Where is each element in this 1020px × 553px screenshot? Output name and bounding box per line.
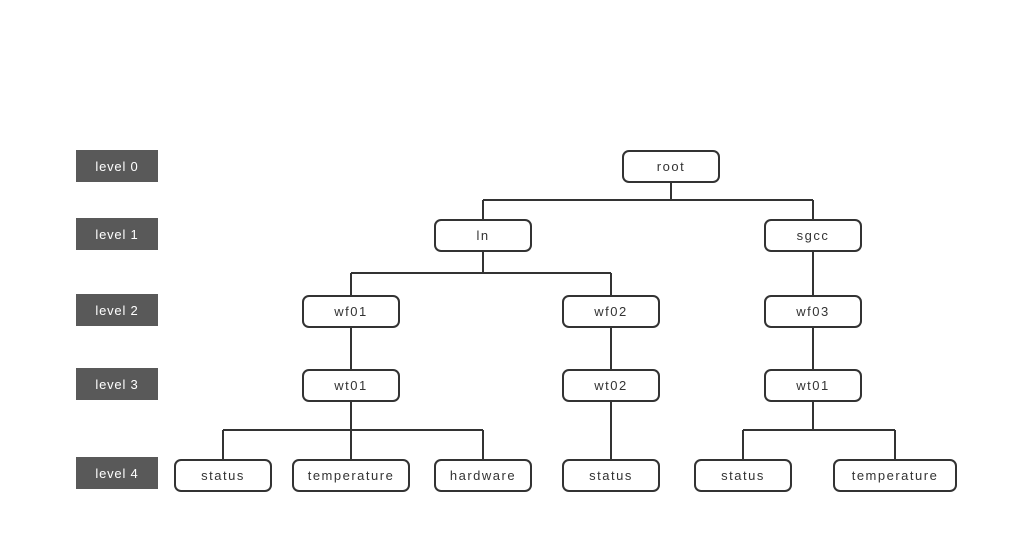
tree-node-sgcc: sgcc	[764, 219, 862, 252]
tree-node-temperature-b: temperature	[833, 459, 957, 492]
tree-node-status-b: status	[562, 459, 660, 492]
level-label-3: level 3	[76, 368, 158, 400]
tree-node-ln: ln	[434, 219, 532, 252]
level-label-4: level 4	[76, 457, 158, 489]
tree-node-wt01-b: wt01	[764, 369, 862, 402]
tree-node-wt02: wt02	[562, 369, 660, 402]
tree-node-wf01: wf01	[302, 295, 400, 328]
tree-node-status-a: status	[174, 459, 272, 492]
tree-node-root: root	[622, 150, 720, 183]
level-label-2: level 2	[76, 294, 158, 326]
tree-node-wf02: wf02	[562, 295, 660, 328]
tree-node-status-c: status	[694, 459, 792, 492]
tree-node-temperature-a: temperature	[292, 459, 410, 492]
tree-node-wt01-a: wt01	[302, 369, 400, 402]
level-label-0: level 0	[76, 150, 158, 182]
tree-node-hardware: hardware	[434, 459, 532, 492]
tree-node-wf03: wf03	[764, 295, 862, 328]
level-label-1: level 1	[76, 218, 158, 250]
